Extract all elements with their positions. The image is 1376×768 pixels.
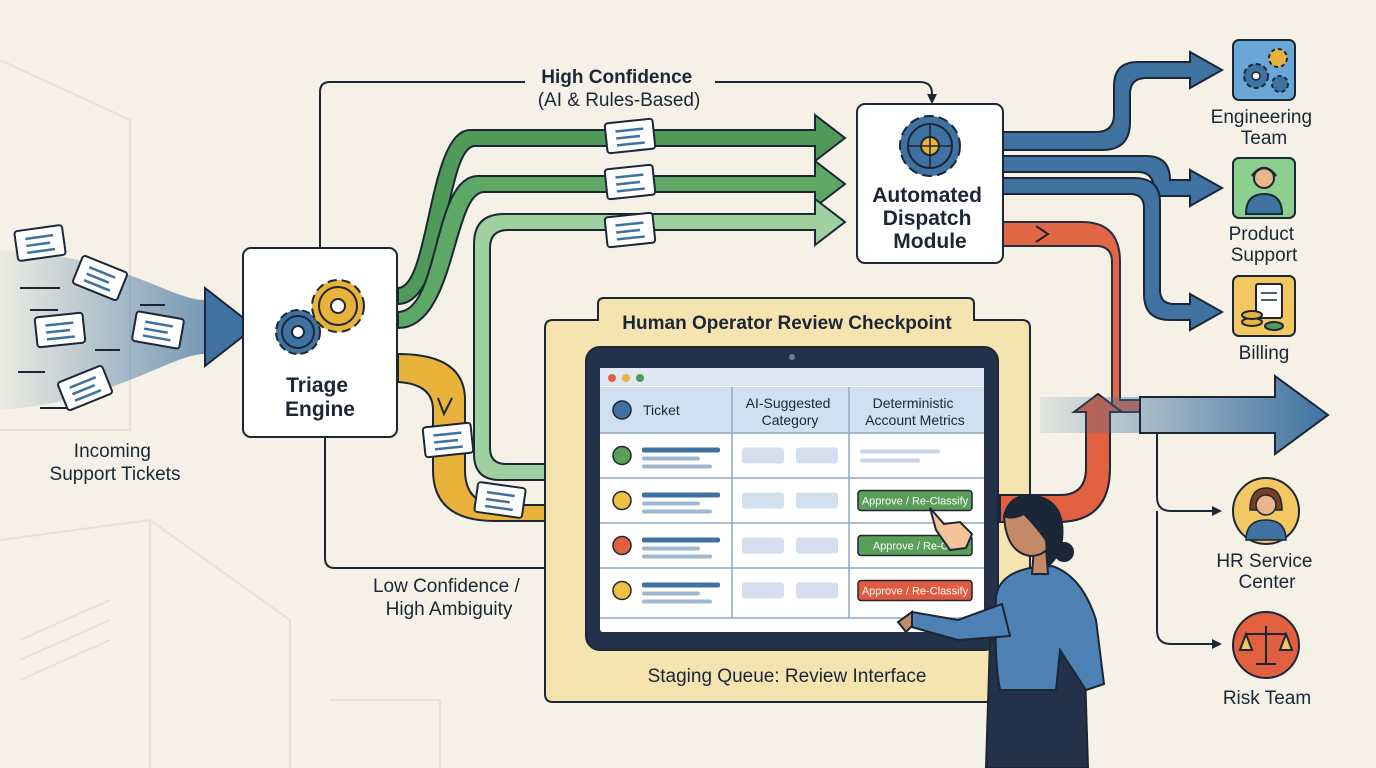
metrics-placeholder: [860, 449, 940, 454]
human-operator-figure: [896, 494, 1106, 768]
dispatch-module-node: Automated Dispatch Module: [856, 103, 1004, 264]
risk-team-destination: Risk Team: [1223, 611, 1311, 709]
approve-reclassify-label: Approve / Re-Cla: [873, 541, 958, 553]
svg-text:Triage Engine: Triage Engine: [285, 374, 355, 421]
incoming-label: Incoming Support Tickets: [50, 441, 181, 485]
ticket-text-line: [642, 509, 712, 514]
category-placeholder: [796, 537, 838, 554]
category-placeholder: [742, 492, 784, 509]
billing-destination: Billing: [1232, 275, 1296, 364]
svg-text:Automated Dispatch: Automated Dispatch Module: [872, 184, 988, 253]
checkpoint-title: Human Operator Review Checkpoint: [622, 313, 952, 334]
metrics-placeholder: [860, 458, 920, 463]
gears-icon: [1243, 48, 1289, 93]
output-arrow: [1040, 374, 1330, 456]
ticket-text-line: [642, 464, 712, 469]
status-dot: [612, 445, 632, 466]
category-placeholder: [742, 582, 784, 599]
status-dot: [612, 490, 632, 511]
category-placeholder: [796, 447, 838, 464]
person-icon: [1245, 487, 1287, 541]
target-gear-icon: [899, 115, 961, 177]
ticket-text-line: [642, 554, 712, 559]
blue-team-flows: [1002, 50, 1225, 332]
status-dot: [612, 580, 632, 601]
table-row[interactable]: Approve / Re-Classify: [612, 579, 973, 604]
table-row[interactable]: [612, 445, 940, 469]
svg-text:Product Support: Product Support: [1229, 224, 1300, 266]
invoice-coins-icon: [1241, 283, 1284, 331]
ticket-text-line: [642, 537, 720, 543]
ticket-text-line: [642, 546, 700, 551]
ticket-text-line: [642, 447, 720, 453]
category-placeholder: [796, 582, 838, 599]
review-monitor: Ticket AI-Suggested Category Determinist…: [585, 346, 999, 651]
approve-reclassify-label: Approve / Re-Classify: [862, 496, 969, 508]
connector-lines: [319, 81, 937, 573]
svg-text:Risk Team: Risk Team: [1223, 688, 1311, 709]
product-support-destination: Product Support: [1229, 157, 1300, 266]
ticket-text-line: [642, 582, 720, 588]
high-confidence-green-flows: [397, 112, 847, 498]
ticket-text-line: [642, 492, 720, 498]
ticket-text-line: [642, 591, 700, 596]
approve-reclassify-button[interactable]: [857, 579, 973, 602]
checkpoint-caption: Staging Queue: Review Interface: [648, 666, 927, 687]
ticket-text-line: [642, 599, 712, 604]
incoming-flow-arrow: [0, 250, 257, 410]
triage-engine-node: Triage Engine: [242, 247, 398, 438]
table-row[interactable]: Approve / Re-Cla: [612, 534, 973, 559]
low-confidence-label: Low Confidence / High Ambiguity: [373, 576, 525, 620]
column-header-metrics: Deterministic Account Metrics: [865, 395, 965, 428]
approve-reclassify-label: Approve / Re-Classify: [862, 586, 969, 598]
category-placeholder: [742, 447, 784, 464]
column-header-category: AI-Suggested Category: [746, 395, 835, 428]
category-placeholder: [742, 537, 784, 554]
approve-reclassify-button[interactable]: [857, 489, 973, 512]
high-confidence-label: High Confidence (AI & Rules-Based): [538, 67, 701, 111]
ticket-text-line: [642, 501, 700, 506]
svg-text:Billing: Billing: [1239, 343, 1290, 364]
table-row[interactable]: Approve / Re-Classify: [612, 489, 973, 514]
ticket-column-icon: [612, 400, 632, 420]
svg-text:Engineering Team: Engineering Team: [1211, 107, 1318, 149]
hr-service-destination: HR Service Center: [1216, 477, 1317, 593]
column-header-ticket: Ticket: [643, 402, 680, 418]
svg-text:HR Service Center: HR Service Center: [1216, 551, 1317, 593]
headset-agent-icon: [1244, 166, 1284, 215]
hr-risk-connectors: [1156, 433, 1222, 649]
ticket-text-line: [642, 456, 700, 461]
status-dot: [612, 535, 632, 556]
category-placeholder: [796, 492, 838, 509]
engineering-team-destination: Engineering Team: [1211, 39, 1318, 149]
background-buildings: [0, 59, 441, 768]
scales-icon: [1238, 626, 1294, 665]
gears-icon: [275, 279, 365, 355]
